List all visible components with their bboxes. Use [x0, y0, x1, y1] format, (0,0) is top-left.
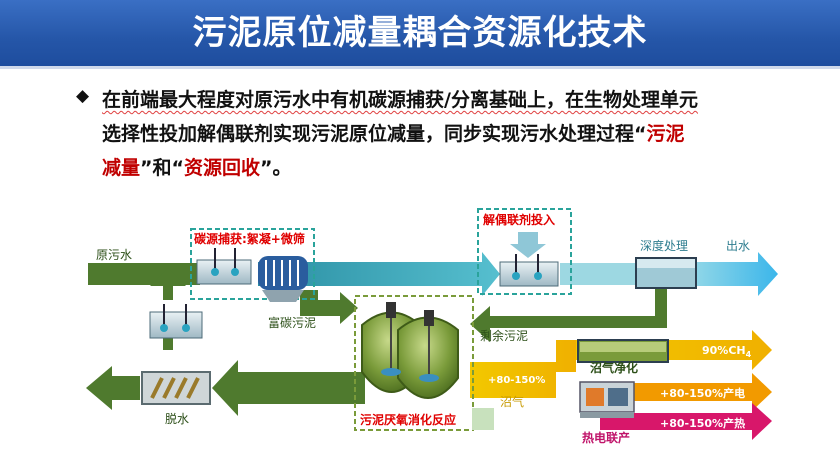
paragraph-highlight-sludge: 污泥 [646, 123, 685, 145]
dewater-out-arrow [86, 366, 140, 410]
biogas-gain-label: +80-150% [488, 375, 545, 386]
ch4-label: 90%CH4 [702, 344, 752, 359]
digester-box [354, 295, 474, 431]
paragraph-highlight-reduction: 减量 [102, 157, 141, 179]
paragraph-line-2: 选择性投加解偶联剂实现污泥原位减量，同步实现污水处理过程“ [102, 123, 647, 145]
raw-water-label: 原污水 [96, 248, 132, 262]
carbon-rich-sludge-arrow [300, 290, 358, 324]
heat-gain-label: +80-150%产热 [660, 416, 745, 430]
uncoupler-box [477, 208, 572, 295]
diamond-bullet-icon: ◆ [76, 86, 90, 106]
paragraph-line-3-mid: ”和“ [140, 157, 184, 179]
deep-treatment-label: 深度处理 [640, 238, 688, 253]
description-paragraph: 在前端最大程度对原污水中有机碳源捕获/分离基础上，在生物处理单元 选择性投加解偶… [102, 83, 762, 185]
anaerobic-digesters [361, 302, 459, 399]
raw-water-arrow [88, 263, 200, 285]
main-flow-arrow [258, 252, 500, 296]
bio-treatment-tank [499, 232, 559, 287]
post-bio-arrow [560, 263, 636, 285]
paragraph-line-1: 在前端最大程度对原污水中有机碳源捕获/分离基础上，在生物处理单元 [102, 89, 698, 111]
paragraph-highlight-resource: 资源回收 [184, 157, 261, 179]
dewatering-press [141, 371, 211, 405]
effluent-label: 出水 [726, 239, 750, 253]
recycle-up-arrow [150, 268, 186, 350]
digestion-label: 污泥厌氧消化反应 [360, 412, 456, 427]
carbon-rich-sludge-label: 富碳污泥 [268, 315, 316, 330]
chp-label: 热电联产 [582, 430, 630, 445]
heat-arrow [600, 403, 772, 440]
sludge-thickening-tank [149, 304, 203, 339]
biogas-purification-label: 沼气净化 [590, 360, 638, 375]
carbon-capture-label: 碳源捕获:絮凝+微筛 [194, 231, 305, 246]
paragraph-line-3-end: ”。 [260, 157, 292, 179]
flocculation-tank [196, 248, 252, 285]
deep-treatment-tank [635, 257, 697, 289]
effluent-arrow [696, 252, 778, 296]
power-gain-label: +80-150%产电 [660, 386, 745, 400]
digester-label-bg [472, 408, 494, 430]
biogas-label: 沼气 [500, 394, 524, 409]
chp-unit [579, 381, 635, 418]
biogas-purifier [577, 339, 669, 363]
residual-sludge-label: 剩余污泥 [480, 328, 528, 343]
digester-to-dewater-arrow [212, 360, 365, 416]
power-arrow [600, 373, 772, 411]
uncoupler-label: 解偶联剂投入 [483, 212, 555, 227]
page-title: 污泥原位减量耦合资源化技术 [192, 13, 648, 53]
title-bar [0, 0, 840, 69]
residual-sludge-arrow [470, 288, 667, 342]
carbon-capture-box [190, 228, 315, 300]
biogas-arrow [470, 330, 772, 398]
dewatering-label: 脱水 [165, 411, 189, 426]
micro-screen-drum [258, 256, 308, 302]
